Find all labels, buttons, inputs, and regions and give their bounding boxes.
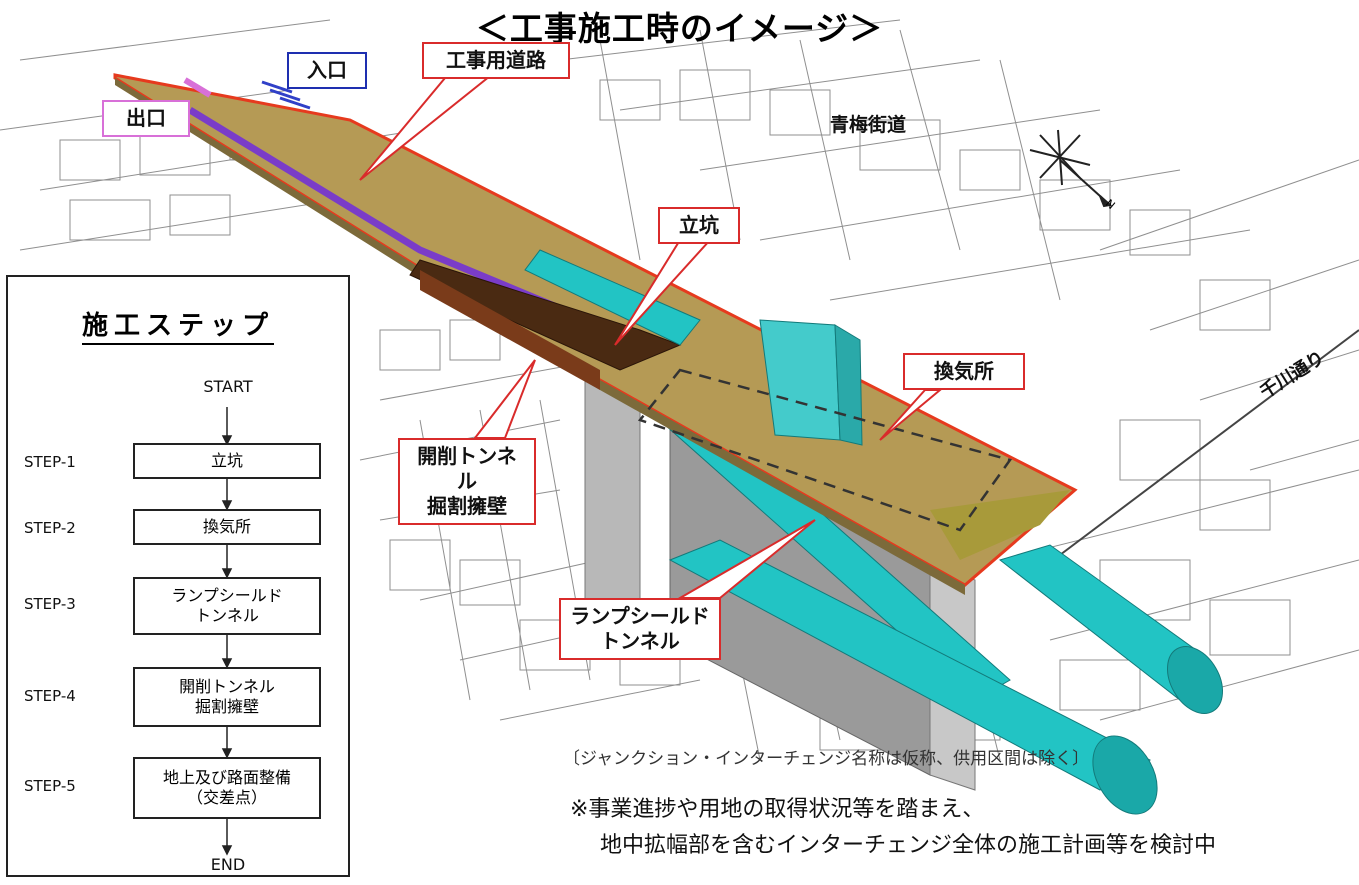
callout-ventilation-station: 換気所 <box>903 353 1025 390</box>
step-2-box: 換気所 <box>133 509 321 545</box>
callout-shaft: 立坑 <box>658 207 740 244</box>
callout-ramp-shield-tunnel: ランプシールド トンネル <box>559 598 721 660</box>
flow-start: START <box>203 377 253 396</box>
page-title: ＜工事施工時のイメージ＞ <box>475 9 884 48</box>
exit-arrow <box>183 77 212 98</box>
callout-open-cut-tunnel: 開削トンネル 掘割擁壁 <box>398 438 536 525</box>
step-1-label: STEP-1 <box>24 453 76 471</box>
note-line-1: ※事業進捗や用地の取得状況等を踏まえ、 <box>570 797 985 822</box>
callout-exit: 出口 <box>102 100 190 137</box>
step-4-label: STEP-4 <box>24 687 76 705</box>
flow-arrows <box>221 407 233 856</box>
slab-edge <box>115 78 965 595</box>
vent-outline <box>637 368 1013 532</box>
construction-step-panel: 施工ステップ START END STEP-1 立坑 STEP-2 換気所 ST… <box>6 275 350 877</box>
step-5-box: 地上及び路面整備 （交差点） <box>133 757 321 819</box>
step-2-label: STEP-2 <box>24 519 76 537</box>
entrance-arrows <box>261 80 311 110</box>
step-4-box: 開削トンネル 掘割擁壁 <box>133 667 321 727</box>
caption-note: 〔ジャンクション・インターチェンジ名称は仮称、供用区間は除く〕 <box>563 749 1090 769</box>
callout-entrance: 入口 <box>287 52 367 89</box>
flow-end: END <box>210 855 246 874</box>
open-cut-trench <box>409 259 682 371</box>
label-ome-kaido: 青梅街道 <box>830 114 907 136</box>
step-panel-title: 施工ステップ <box>8 305 348 345</box>
senkawa-road <box>1039 329 1359 571</box>
vent-bay <box>930 490 1070 560</box>
step-5-label: STEP-5 <box>24 777 76 795</box>
callout-pointers <box>359 71 943 599</box>
step-3-label: STEP-3 <box>24 595 76 613</box>
compass-icon <box>1029 129 1113 208</box>
step-1-box: 立坑 <box>133 443 321 479</box>
note-line-2: 地中拡幅部を含むインターチェンジ全体の施工計画等を検討中 <box>600 833 1217 858</box>
brown-wall <box>420 270 600 390</box>
step-3-box: ランプシールド トンネル <box>133 577 321 635</box>
callout-construction-road: 工事用道路 <box>422 42 570 79</box>
